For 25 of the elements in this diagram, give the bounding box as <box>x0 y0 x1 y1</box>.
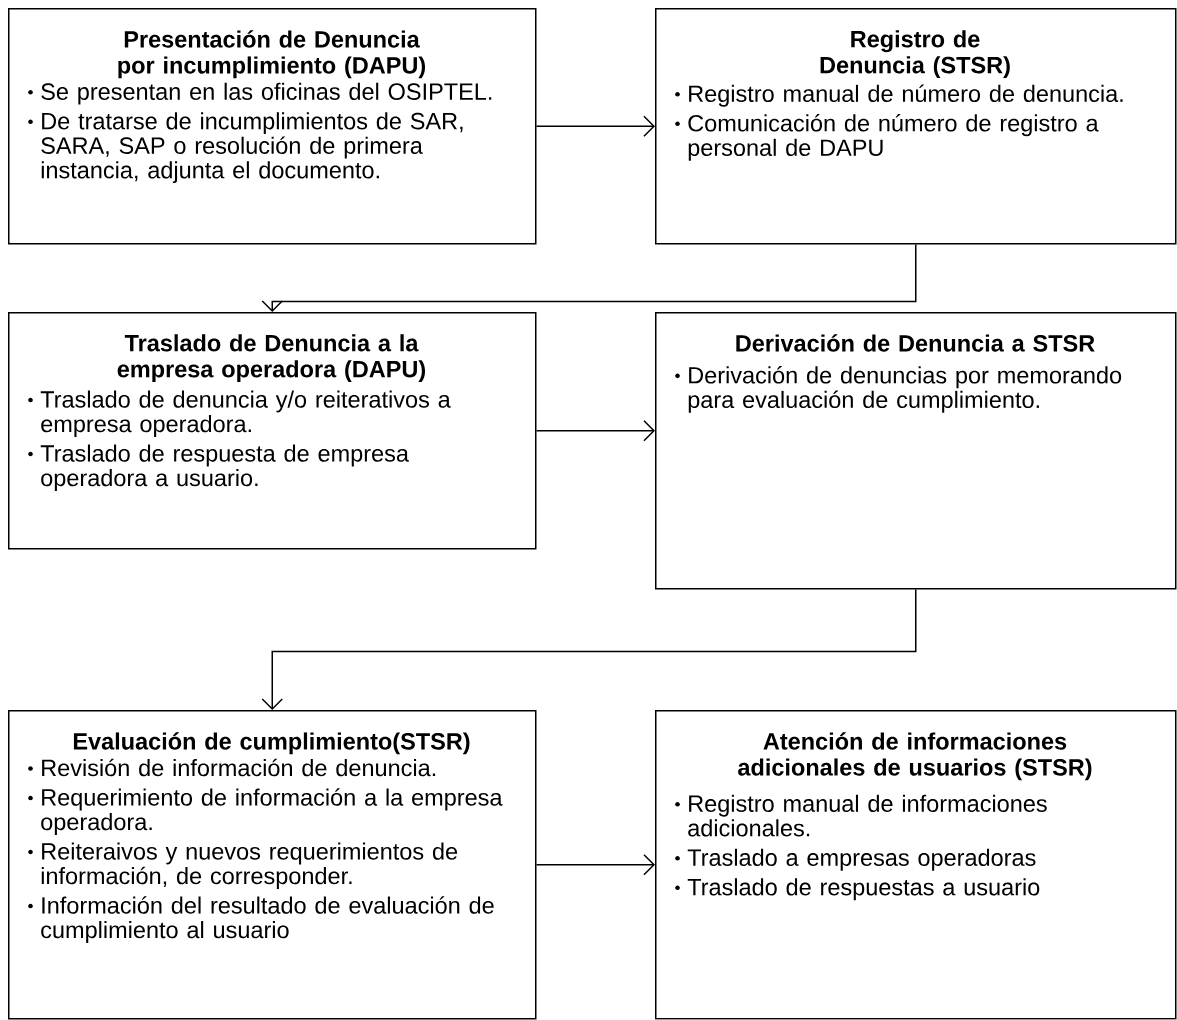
box-heading: Derivación de Denuncia a STSR <box>736 334 1095 352</box>
bullet-item: Requerimiento de información a la empresa operadora. <box>28 788 503 835</box>
arrow <box>535 420 655 442</box>
arrow <box>261 243 917 312</box>
bullet-item: Se presentan en las oficinas del OSIPTEL. <box>28 82 492 105</box>
arrow <box>535 854 655 876</box>
arrow <box>261 588 917 710</box>
bullet-item: Traslado de denuncia y/o reiterativos a empresa operadora. <box>28 390 451 437</box>
bullet-item: Registro manual de informaciones adicionales. <box>675 794 1047 837</box>
bullet-item: Traslado a empresas operadoras <box>675 848 1036 871</box>
bullet-item: De tratarse de incumplimientos de SAR, SARA, SAP o resolución de primera instancia, adjunta el documento. <box>28 112 463 184</box>
bullet-item: Traslado de respuesta de empresa operadora a usuario. <box>28 444 409 491</box>
bullet-item: Información del resultado de evaluación de cumplimiento al usuario <box>28 896 494 943</box>
box-heading: Presentación de Denuncia por incumplimiento (DAPU) <box>118 30 426 79</box>
arrow <box>535 115 655 137</box>
bullet-item: Registro manual de número de denuncia. <box>675 84 1123 107</box>
box-heading: Registro de Denuncia (STSR) <box>820 30 1010 79</box>
box-heading: Evaluación de cumplimiento(STSR) <box>73 732 470 755</box>
bullet-item: Comunicación de número de registro a personal de DAPU <box>675 114 1099 161</box>
bullet-item: Reiteraivos y nuevos requerimientos de información, de corresponder. <box>28 842 458 889</box>
bullet-item: Traslado de respuestas a usuario <box>675 878 1040 901</box>
bullet-item: Derivación de denuncias por memorando para evaluación de cumplimiento. <box>675 366 1122 413</box>
bullet-item: Revisión de información de denuncia. <box>28 758 436 777</box>
box-heading: Atención de informaciones adicionales de usuarios (STSR) <box>738 732 1092 781</box>
box-heading: Traslado de Denuncia a la empresa operadora (DAPU) <box>117 334 426 383</box>
